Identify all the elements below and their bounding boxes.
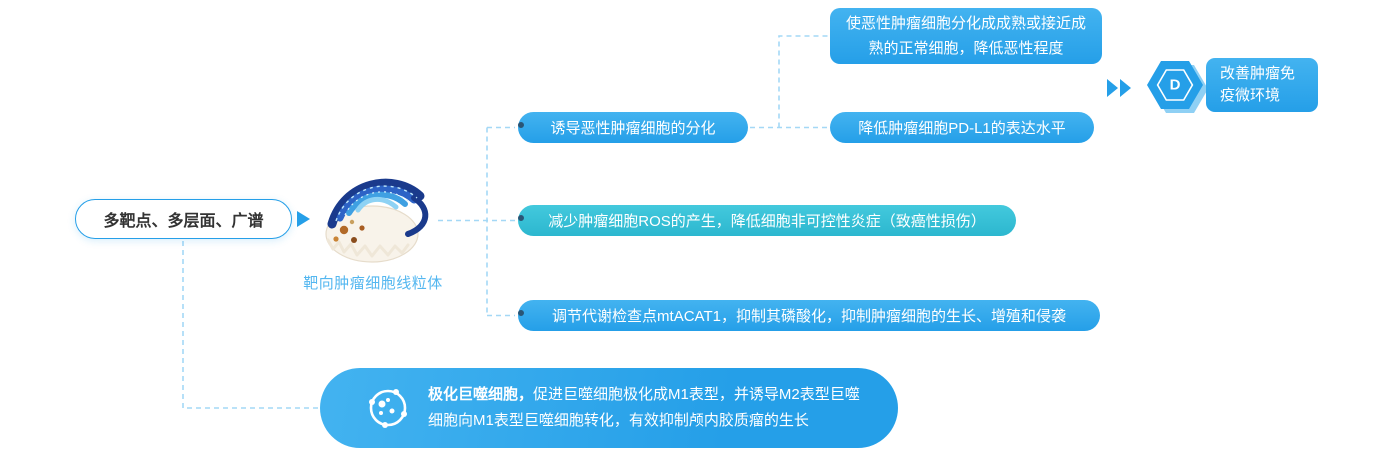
- connector-branch1-to-differentiation: [778, 35, 828, 128]
- macrophage-text: 极化巨噬细胞，促进巨噬细胞极化成M1表型，并诱导M2表型巨噬细胞向M1表型巨噬细…: [428, 382, 874, 434]
- macrophage-text-bold: 极化巨噬细胞，: [428, 386, 534, 403]
- branch-node-dot: [518, 309, 524, 316]
- macrophage-box: 极化巨噬细胞，促进巨噬细胞极化成M1表型，并诱导M2表型巨噬细胞向M1表型巨噬细…: [320, 368, 898, 448]
- outcome-box: 改善肿瘤免疫微环境: [1206, 58, 1318, 112]
- macrophage-text-rest: 促进巨噬细胞极化成M1表型，并诱导M2表型巨噬细胞向M1表型巨噬细胞转化，有效抑…: [428, 386, 860, 429]
- hexagon-d-logo-icon: D: [1147, 61, 1208, 113]
- branch-differentiation-label: 诱导恶性肿瘤细胞的分化: [550, 120, 716, 137]
- sub-result-pdl1-label: 降低肿瘤细胞PD-L1的表达水平: [858, 120, 1066, 137]
- branch-differentiation-pill: 诱导恶性肿瘤细胞的分化: [518, 112, 748, 143]
- branch-ros-label: 减少肿瘤细胞ROS的产生，降低细胞非可控性炎症（致癌性损伤）: [548, 213, 986, 230]
- sub-result-pdl1-pill: 降低肿瘤细胞PD-L1的表达水平: [830, 112, 1094, 143]
- arrow-right-icon: [297, 211, 310, 227]
- mitochondria-crest: [327, 178, 425, 229]
- outcome-label: 改善肿瘤免疫微环境: [1220, 65, 1296, 104]
- branch-node-dot: [518, 214, 524, 221]
- source-box: 多靶点、多层面、广谱: [75, 199, 292, 239]
- connector-source-to-macrophage: [182, 241, 318, 409]
- macrophage-cell-icon: [369, 389, 407, 428]
- logo-letter: D: [1170, 77, 1181, 94]
- cell-fringe: [326, 238, 410, 258]
- sub-result-differentiation-label: 使恶性肿瘤细胞分化成成熟或接近成熟的正常细胞，降低恶性程度: [845, 15, 1086, 57]
- tumor-cell-illustration: [325, 178, 429, 263]
- source-label: 多靶点、多层面、广谱: [103, 213, 264, 230]
- branch-mtacat1-label: 调节代谢检查点mtACAT1，抑制其磷酸化，抑制肿瘤细胞的生长、增殖和侵袭: [552, 308, 1066, 325]
- sub-result-differentiation-box: 使恶性肿瘤细胞分化成成熟或接近成熟的正常细胞，降低恶性程度: [830, 8, 1102, 64]
- branch-node-dot: [518, 121, 524, 128]
- double-chevron-icon: [1107, 79, 1131, 97]
- cell-caption: 靶向肿瘤细胞线粒体: [303, 275, 443, 292]
- branch-mtacat1-pill: 调节代谢检查点mtACAT1，抑制其磷酸化，抑制肿瘤细胞的生长、增殖和侵袭: [518, 300, 1100, 331]
- branch-ros-pill: 减少肿瘤细胞ROS的产生，降低细胞非可控性炎症（致癌性损伤）: [518, 205, 1016, 236]
